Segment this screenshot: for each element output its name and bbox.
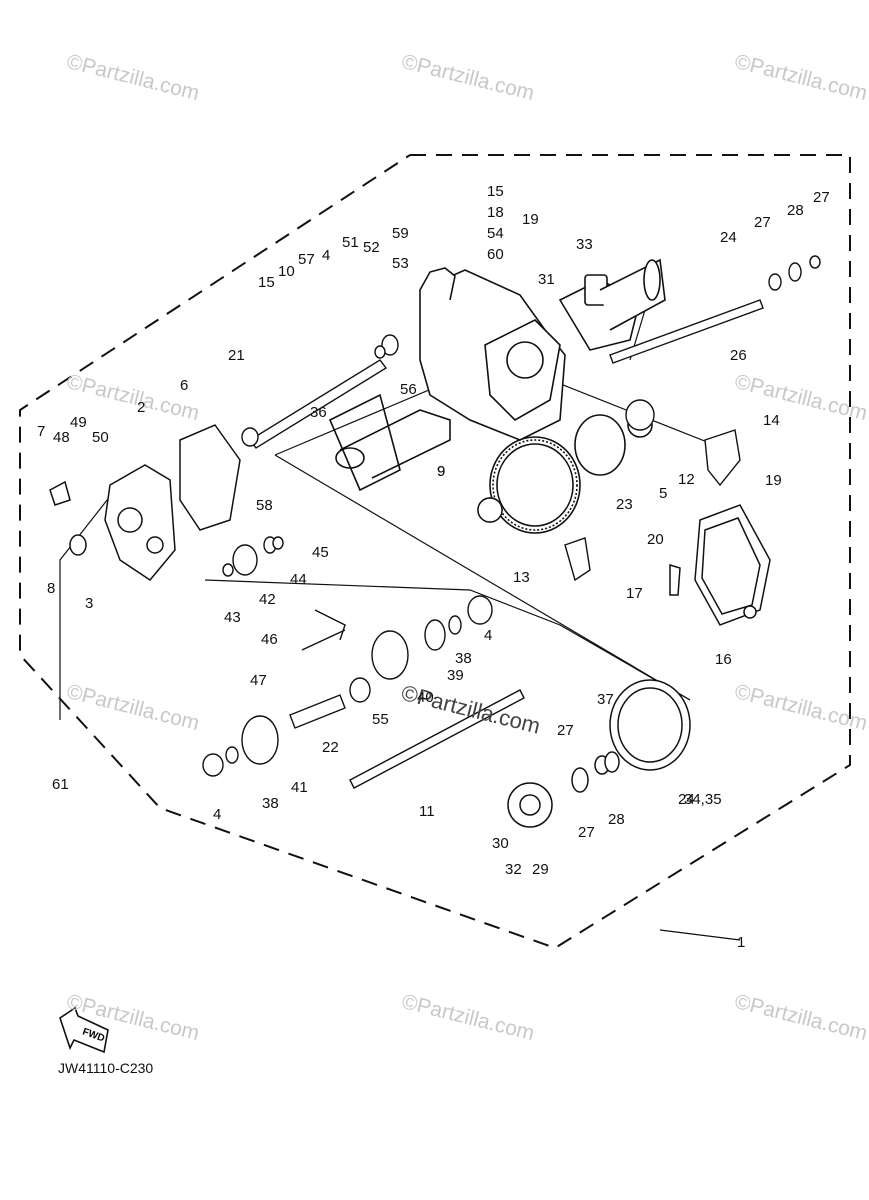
callout-21: 21 [228, 347, 245, 364]
callout-4: 4 [213, 806, 222, 823]
gear-case [49, 424, 241, 581]
callout-7: 7 [37, 423, 46, 440]
brake-and-cover [507, 504, 771, 828]
callout-56: 56 [400, 381, 417, 398]
callout-38: 38 [455, 650, 472, 667]
callout-31: 31 [538, 271, 555, 288]
callout-1: 1 [737, 934, 746, 951]
fwd-arrow-icon [59, 1006, 109, 1054]
shafts [248, 299, 764, 789]
callout-12: 12 [678, 471, 695, 488]
callout-20: 20 [647, 531, 664, 548]
callout-19: 19 [522, 211, 539, 228]
callout-28: 28 [608, 811, 625, 828]
callout-4: 4 [484, 627, 493, 644]
callout-27: 27 [813, 189, 830, 206]
callout-30: 30 [492, 835, 509, 852]
callout-52: 52 [363, 239, 380, 256]
differential-housing [328, 258, 666, 492]
callout-58: 58 [256, 497, 273, 514]
callout-23: 23 [616, 496, 633, 513]
callout-4: 4 [322, 247, 331, 264]
gear-cluster [202, 255, 821, 777]
callout-40: 40 [417, 689, 434, 706]
callout-48: 48 [53, 429, 70, 446]
callout-51: 51 [342, 234, 359, 251]
brackets [301, 429, 741, 651]
callout-29: 29 [532, 861, 549, 878]
callout-5: 5 [659, 485, 668, 502]
callout-50: 50 [92, 429, 109, 446]
callout-41: 41 [291, 779, 308, 796]
callout-32: 32 [505, 861, 522, 878]
callout-34-35: 34,35 [684, 791, 722, 808]
callout-18: 18 [487, 204, 504, 221]
callout-57: 57 [298, 251, 315, 268]
diagram-code: JW41110-C230 [58, 1060, 154, 1076]
callout-8: 8 [47, 580, 56, 597]
callout-14: 14 [763, 412, 780, 429]
callout-49: 49 [70, 414, 87, 431]
callout-39: 39 [447, 667, 464, 684]
callout-22: 22 [322, 739, 339, 756]
callout-53: 53 [392, 255, 409, 272]
callout-27: 27 [754, 214, 771, 231]
callout-28: 28 [787, 202, 804, 219]
callout-55: 55 [372, 711, 389, 728]
callout-59: 59 [392, 225, 409, 242]
callout-6: 6 [180, 377, 189, 394]
callout-9: 9 [437, 463, 446, 480]
callout-15: 15 [487, 183, 504, 200]
callout-9: 9 [437, 463, 446, 480]
callout-16: 16 [715, 651, 732, 668]
callout-44: 44 [290, 571, 307, 588]
callout-26: 26 [730, 347, 747, 364]
callout-24: 24 [678, 791, 695, 808]
callout-60: 60 [487, 246, 504, 263]
callout-38: 38 [262, 795, 279, 812]
callout-17: 17 [626, 585, 643, 602]
callout-46: 46 [261, 631, 278, 648]
callout-45: 45 [312, 544, 329, 561]
callout-10: 10 [278, 263, 295, 280]
callout-15: 15 [258, 274, 275, 291]
callout-33: 33 [576, 236, 593, 253]
callout-2: 2 [137, 399, 146, 416]
callout-3: 3 [85, 595, 94, 612]
callout-54: 54 [487, 225, 504, 242]
callout-13: 13 [513, 569, 530, 586]
callout-42: 42 [259, 591, 276, 608]
callout-36: 36 [310, 404, 327, 421]
callout-43: 43 [224, 609, 241, 626]
callout-19: 19 [765, 472, 782, 489]
callout-27: 27 [557, 722, 574, 739]
callout-61: 61 [52, 776, 69, 793]
callout-37: 37 [597, 691, 614, 708]
callout-11: 11 [419, 803, 435, 820]
callout-47: 47 [250, 672, 267, 689]
callout-27: 27 [578, 824, 595, 841]
callout-24: 24 [720, 229, 737, 246]
